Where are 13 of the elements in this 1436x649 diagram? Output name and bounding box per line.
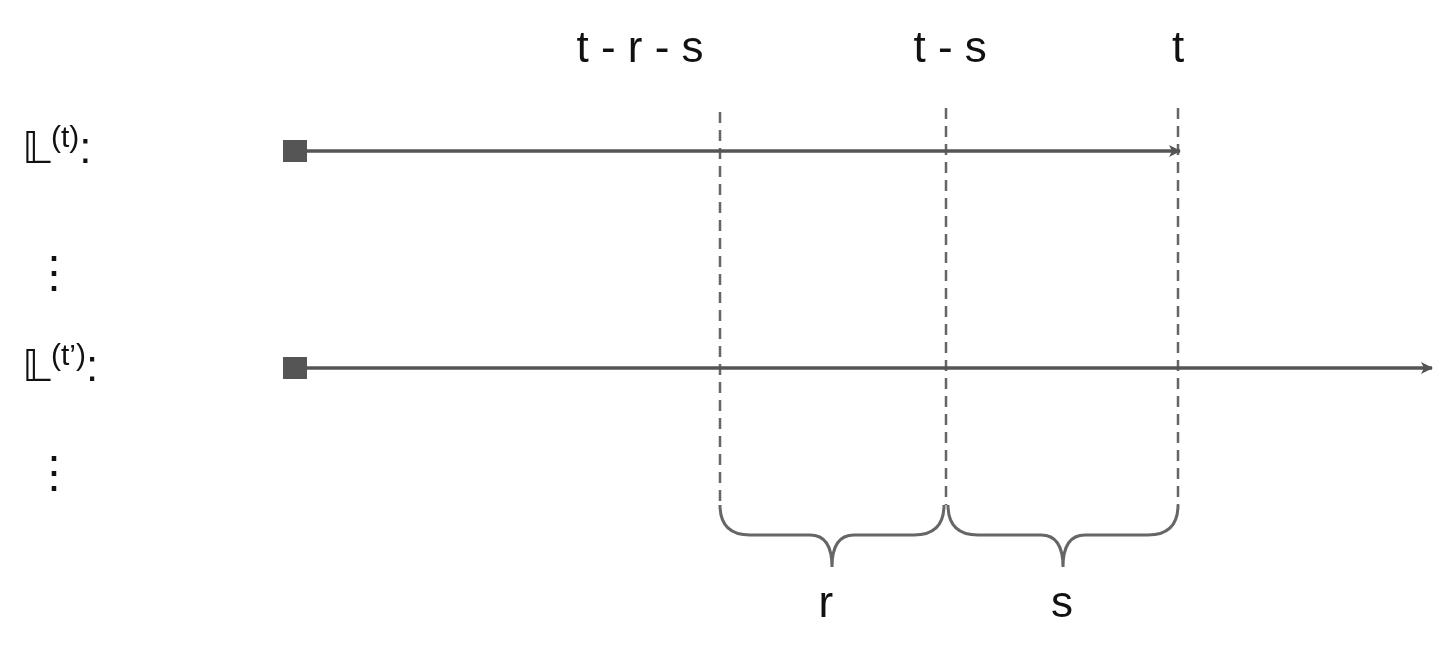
row-label: 𝕃$^{(t’)}$:	[22, 340, 99, 388]
start-square	[283, 140, 307, 162]
row-label: 𝕃$^{(t)}$:	[22, 122, 92, 170]
arrow	[307, 362, 1433, 374]
ellipsis: ⋮	[32, 250, 76, 294]
time-label: t	[1172, 25, 1185, 69]
interval-label: s	[1051, 580, 1073, 624]
time-label: t - s	[913, 25, 987, 69]
interval-label: r	[818, 580, 834, 624]
arrow	[307, 145, 1181, 157]
start-square	[283, 357, 307, 379]
time-label: t - r - s	[576, 25, 704, 69]
ellipsis: ⋮	[32, 450, 76, 494]
